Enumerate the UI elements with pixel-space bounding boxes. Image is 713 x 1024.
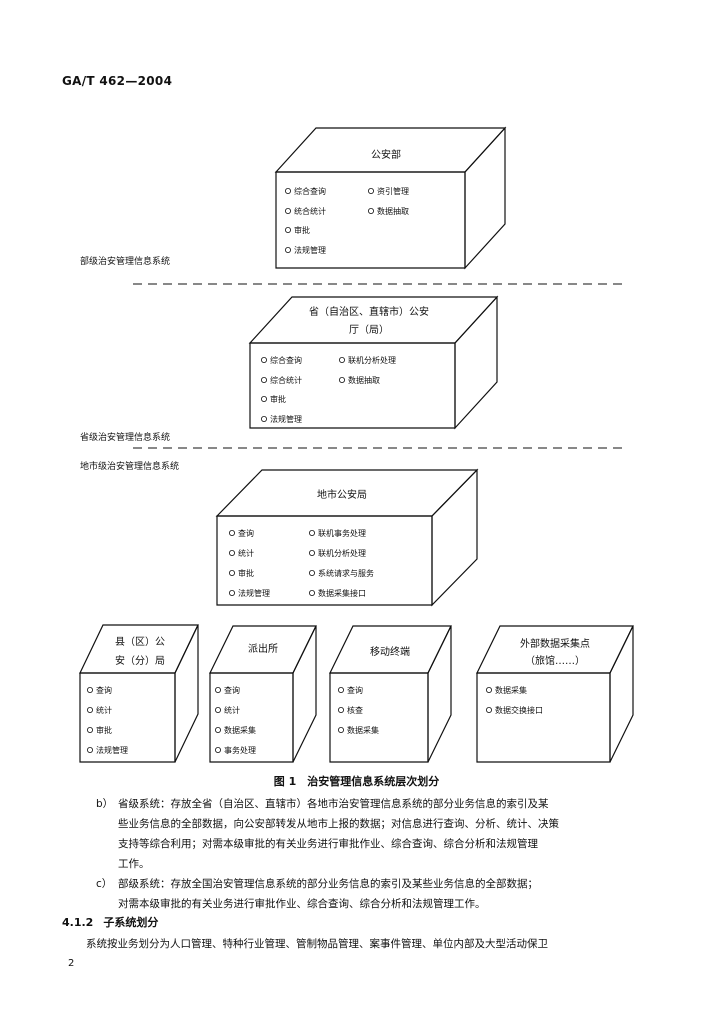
mobile-item: 核查 <box>347 705 363 715</box>
ministry-system-label: 部级治安管理信息系统 <box>80 255 170 267</box>
ministry-item: 审批 <box>294 225 310 235</box>
paragraph-b-line: 省级系统：存放全省（自治区、直辖市）各地市治安管理信息系统的部分业务信息的索引及… <box>118 798 549 810</box>
city-item: 审批 <box>238 568 254 578</box>
province-item: 联机分析处理 <box>348 355 396 365</box>
city-item: 法规管理 <box>238 588 270 598</box>
city-item: 系统请求与服务 <box>318 568 374 578</box>
figure-caption: 图 1 治安管理信息系统层次划分 <box>273 775 440 788</box>
province-system-label: 省级治安管理信息系统 <box>80 431 170 443</box>
ministry-title: 公安部 <box>371 148 401 161</box>
paragraph-c-marker: c） <box>96 878 113 890</box>
box-external <box>476 625 634 763</box>
city-item: 联机分析处理 <box>318 548 366 558</box>
ministry-item: 统合统计 <box>294 206 326 216</box>
box-station <box>209 625 317 763</box>
external-item: 数据交换接口 <box>495 705 543 715</box>
page-number: 2 <box>68 958 75 969</box>
paragraph-c-line: 部级系统：存放全国治安管理信息系统的部分业务信息的索引及某些业务信息的全部数据； <box>118 878 538 890</box>
ministry-item: 法规管理 <box>294 245 326 255</box>
paragraph-b-marker: b） <box>96 798 114 810</box>
external-title-line1: 外部数据采集点 <box>520 637 590 650</box>
section-number: 4.1.2 <box>62 916 94 929</box>
external-item: 数据采集 <box>495 685 527 695</box>
city-item: 数据采集接口 <box>318 588 366 598</box>
city-item: 统计 <box>238 548 254 558</box>
mobile-title: 移动终端 <box>370 645 410 658</box>
paragraph-b-line: 工作。 <box>118 858 150 870</box>
province-item: 数据抽取 <box>348 375 380 385</box>
station-item: 事务处理 <box>224 745 256 755</box>
mobile-item: 查询 <box>347 685 363 695</box>
box-city <box>215 468 479 607</box>
paragraph-b-line: 支持等综合利用；对需本级审批的有关业务进行审批作业、综合查询、综合分析和法规管理 <box>118 838 538 850</box>
province-title-line1: 省（自治区、直辖市）公安 <box>309 305 429 318</box>
station-title: 派出所 <box>248 642 278 655</box>
city-item: 查询 <box>238 528 254 538</box>
province-title-line2: 厅（局） <box>349 324 389 336</box>
station-item: 查询 <box>224 685 240 695</box>
paragraph-c-line: 对需本级审批的有关业务进行审批作业、综合查询、综合分析和法规管理工作。 <box>118 898 486 910</box>
station-item: 统计 <box>224 705 240 715</box>
section-heading: 4.1.2 子系统划分 <box>62 914 158 930</box>
box-mobile <box>329 625 452 763</box>
province-item: 法规管理 <box>270 414 302 424</box>
paragraph-b: b） 省级系统：存放全省（自治区、直辖市）各地市治安管理信息系统的部分业务信息的… <box>96 794 678 874</box>
mobile-item: 数据采集 <box>347 725 379 735</box>
document-header: GA/T 462—2004 <box>62 74 173 88</box>
city-title: 地市公安局 <box>317 488 367 501</box>
ministry-item: 资引管理 <box>377 186 409 196</box>
county-item: 查询 <box>96 685 112 695</box>
paragraph-c: c） 部级系统：存放全国治安管理信息系统的部分业务信息的索引及某些业务信息的全部… <box>96 874 678 914</box>
county-title-line2: 安（分）局 <box>115 654 165 667</box>
ministry-item: 综合查询 <box>294 186 326 196</box>
city-system-label: 地市级治安管理信息系统 <box>80 460 179 472</box>
hierarchy-diagram: 公安部 综合查询 统合统计 审批 法规管理 资引管理 数据抽取 部级治安管理信息… <box>79 126 634 763</box>
section-title: 子系统划分 <box>103 916 159 929</box>
province-item: 综合统计 <box>270 375 302 385</box>
city-item: 联机事务处理 <box>318 528 366 538</box>
station-item: 数据采集 <box>224 725 256 735</box>
province-item: 综合查询 <box>270 355 302 365</box>
county-item: 审批 <box>96 725 112 735</box>
box-county <box>79 624 199 763</box>
ministry-item: 数据抽取 <box>377 206 409 216</box>
county-item: 统计 <box>96 705 112 715</box>
section-body-text: 系统按业务划分为人口管理、特种行业管理、管制物品管理、案事件管理、单位内部及大型… <box>86 938 548 950</box>
box-province <box>248 295 499 430</box>
county-title-line1: 县（区）公 <box>115 636 165 648</box>
paragraph-b-line: 些业务信息的全部数据，向公安部转发从地市上报的数据；对信息进行查询、分析、统计、… <box>118 818 559 830</box>
external-title-line2: （旅馆……） <box>525 654 585 667</box>
county-item: 法规管理 <box>96 745 128 755</box>
province-item: 审批 <box>270 394 286 404</box>
box-ministry <box>274 126 507 270</box>
